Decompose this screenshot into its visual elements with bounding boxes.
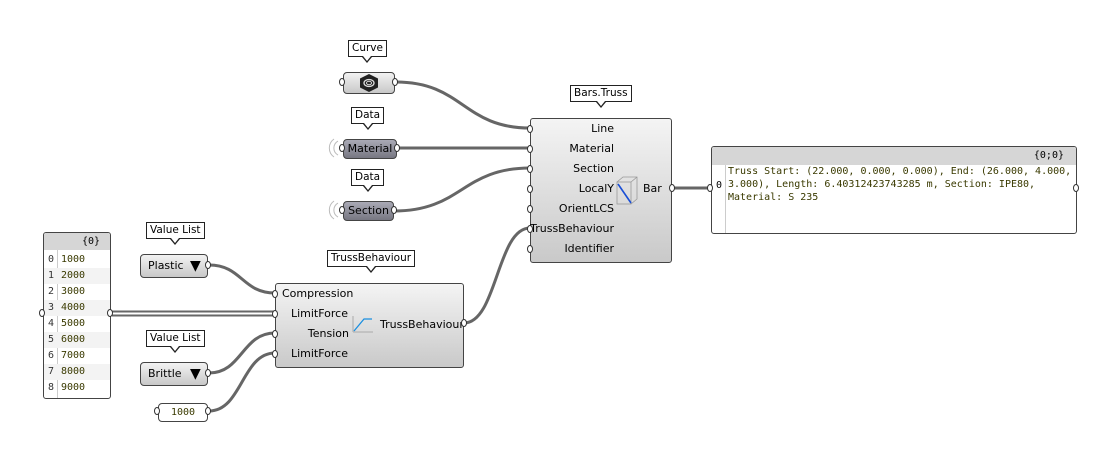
input-label: LocalY: [578, 182, 614, 195]
input-port[interactable]: [527, 245, 533, 253]
wire-multi: [112, 310, 275, 317]
wire: [463, 226, 531, 325]
input-label: Compression: [282, 287, 354, 300]
input-label: Material: [569, 142, 614, 155]
output-port-bar[interactable]: [669, 184, 675, 192]
output-port[interactable]: [205, 407, 211, 415]
output-port[interactable]: [392, 78, 398, 86]
wireless-icon: [328, 138, 339, 220]
value-list-tooltip: Value List: [146, 330, 205, 353]
number-param[interactable]: 1000: [158, 403, 208, 422]
input-port[interactable]: [527, 225, 533, 233]
input-port[interactable]: [154, 407, 160, 415]
input-port[interactable]: [272, 330, 278, 338]
truss-behaviour-tooltip: TrussBehaviour: [327, 250, 416, 273]
output-label-truss-behaviour: TrussBehaviour: [380, 318, 464, 331]
output-label-bar: Bar: [643, 182, 662, 195]
input-port[interactable]: [527, 185, 533, 193]
input-port[interactable]: [339, 144, 345, 152]
panel-path: {0;0}: [712, 147, 1076, 165]
output-port[interactable]: [1073, 184, 1079, 192]
value-list-tooltip: Value List: [146, 222, 205, 245]
section-param[interactable]: Section: [343, 201, 394, 221]
input-port[interactable]: [272, 310, 278, 318]
value-list-selected: Brittle: [148, 367, 182, 380]
input-port[interactable]: [339, 78, 345, 86]
input-label: Section: [573, 162, 614, 175]
tension-value-list[interactable]: Brittle ▼: [140, 362, 208, 386]
panel-index: 0: [716, 180, 723, 191]
truss-bar-icon: [616, 176, 638, 205]
value-list-selected: Plastic: [148, 259, 184, 272]
input-label: Identifier: [564, 242, 614, 255]
input-port[interactable]: [527, 165, 533, 173]
curve-tooltip: Curve: [348, 40, 387, 63]
wire: [208, 331, 276, 375]
panel-path: {0}: [44, 233, 110, 250]
input-port[interactable]: [527, 125, 533, 133]
data-tooltip: Data: [351, 169, 385, 192]
input-port[interactable]: [272, 350, 278, 358]
input-label: LimitForce: [290, 307, 348, 320]
output-port[interactable]: [107, 309, 113, 317]
input-label: LimitForce: [290, 347, 348, 360]
input-label: TrussBehaviour: [530, 222, 614, 235]
output-port[interactable]: [205, 261, 211, 269]
output-panel[interactable]: {0;0} 0 Truss Start: (22.000, 0.000, 0.0…: [711, 146, 1077, 234]
compression-value-list[interactable]: Plastic ▼: [140, 254, 208, 278]
curve-param-icon: [360, 74, 378, 92]
input-port[interactable]: [527, 205, 533, 213]
input-label: Tension: [307, 327, 349, 340]
output-port[interactable]: [394, 144, 400, 152]
data-tooltip: Data: [351, 107, 385, 130]
behaviour-graph-icon: [352, 316, 373, 333]
input-port[interactable]: [339, 206, 345, 214]
curve-param[interactable]: [343, 72, 395, 94]
panel-text: Truss Start: (22.000, 0.000, 0.000), End…: [728, 166, 1072, 203]
wire: [393, 166, 531, 213]
output-port[interactable]: [205, 369, 211, 377]
output-port[interactable]: [391, 206, 397, 214]
dropdown-arrow-icon[interactable]: ▼: [190, 366, 201, 382]
input-port[interactable]: [272, 290, 278, 298]
material-param[interactable]: Material: [343, 139, 397, 159]
input-port[interactable]: [39, 309, 45, 317]
output-port-truss-behaviour[interactable]: [461, 319, 467, 327]
dropdown-arrow-icon[interactable]: ▼: [190, 258, 201, 274]
bars-truss-tooltip: Bars.Truss: [570, 85, 632, 108]
wire: [395, 80, 531, 130]
wire: [208, 351, 276, 413]
input-port[interactable]: [707, 184, 713, 192]
input-label: OrientLCS: [558, 202, 614, 215]
input-label: Line: [591, 122, 614, 135]
input-port[interactable]: [527, 145, 533, 153]
wire: [208, 263, 276, 295]
